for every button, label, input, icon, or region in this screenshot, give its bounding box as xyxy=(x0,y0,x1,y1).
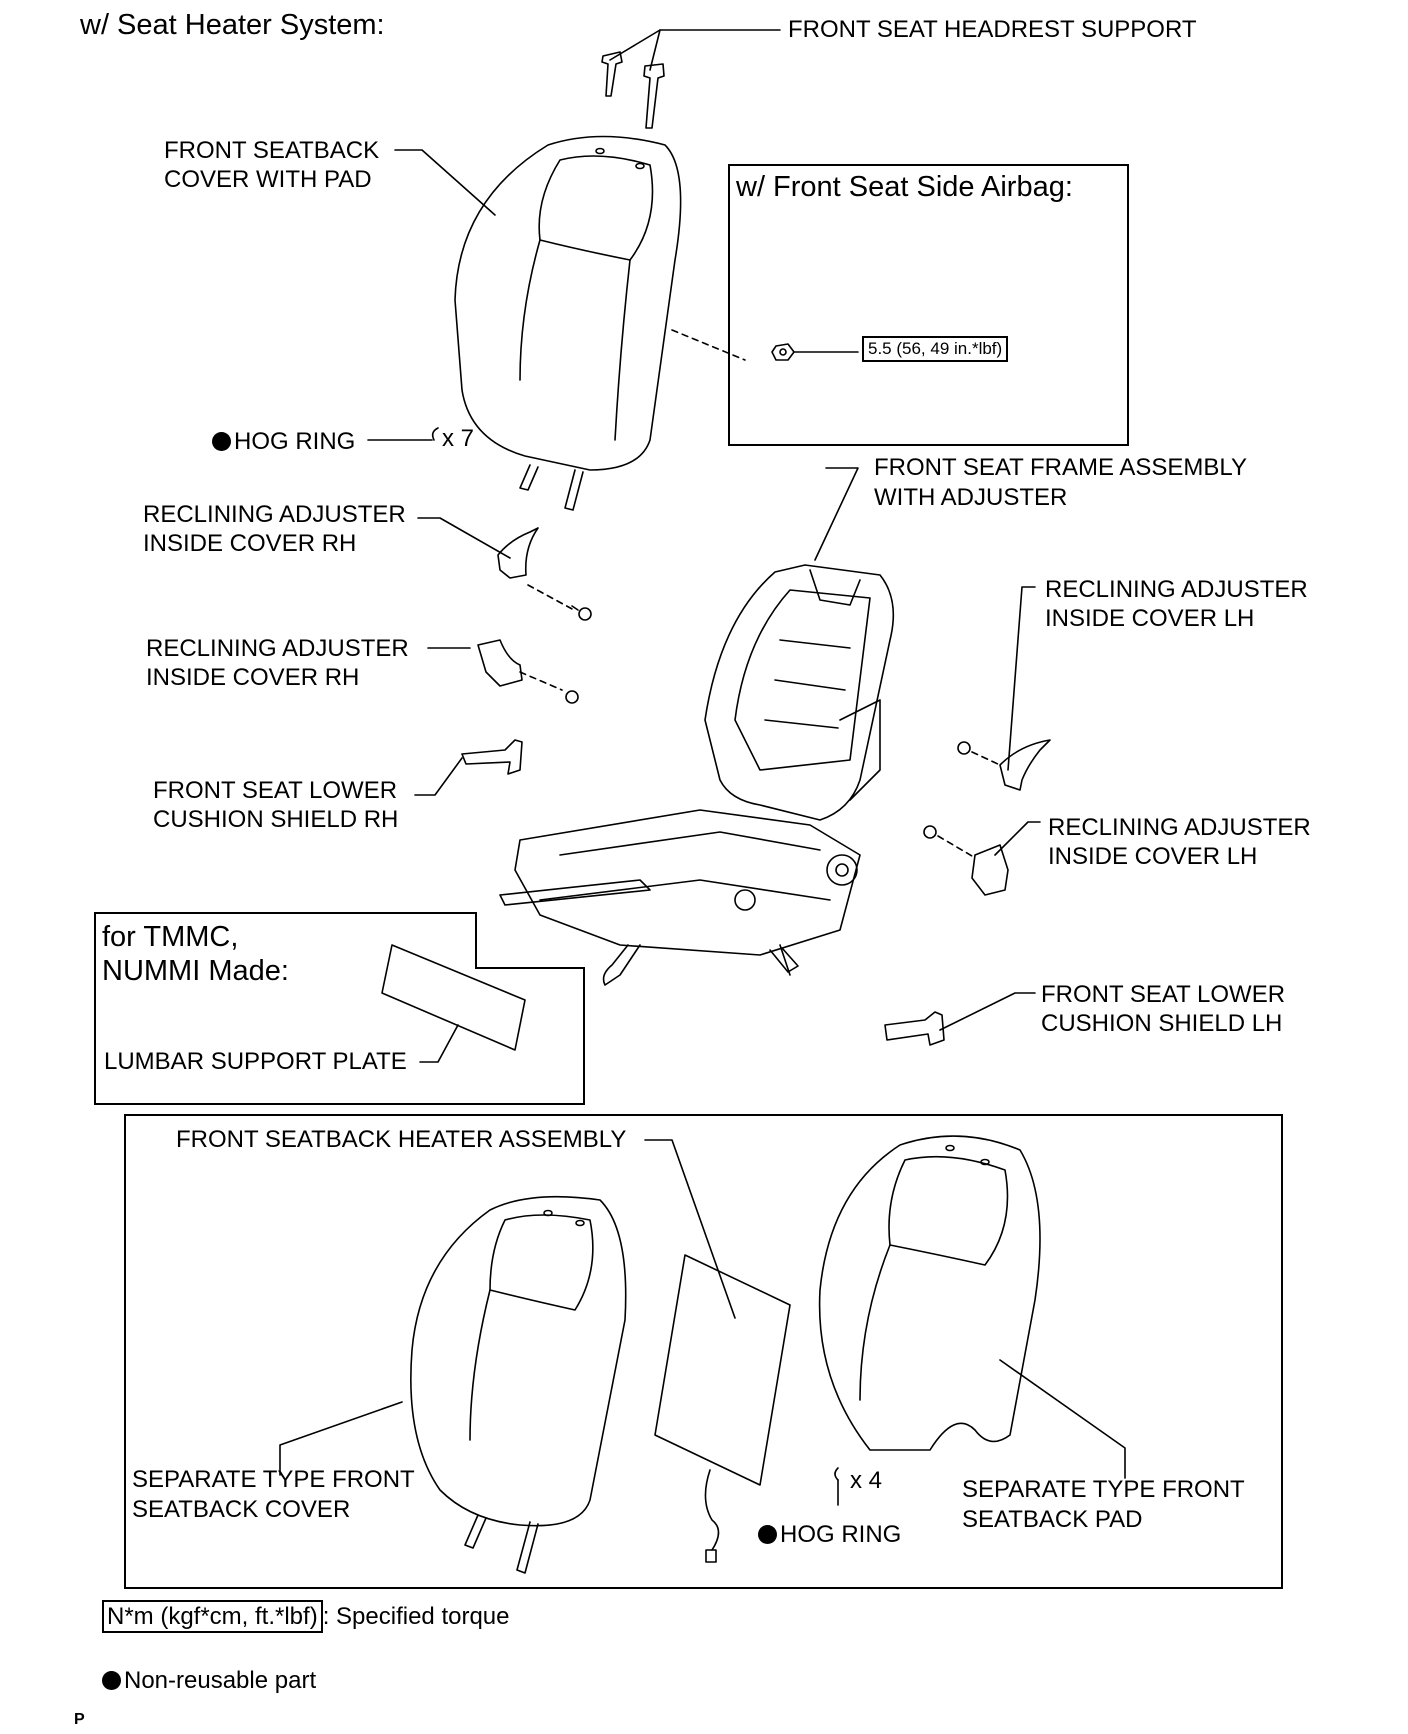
airbag-box xyxy=(728,164,1129,446)
nonreusable-dot-icon xyxy=(102,1671,121,1690)
label-recl-rh-lower-line1: RECLINING ADJUSTER xyxy=(146,635,409,662)
legend-nonreusable-text: Non-reusable part xyxy=(124,1667,317,1694)
label-frame-line2: WITH ADJUSTER xyxy=(874,484,1068,511)
legend-torque: N*m (kgf*cm, ft.*lbf): Specified torque xyxy=(102,1600,510,1633)
leader-frame xyxy=(815,468,858,560)
leader-separate-pad xyxy=(1000,1360,1125,1478)
headrest-support-pins xyxy=(602,52,664,128)
bolt-lh-lower xyxy=(924,826,936,838)
nonreusable-dot-icon xyxy=(212,432,231,451)
separate-seatback-pad xyxy=(820,1136,1040,1450)
legend-torque-desc: : Specified torque xyxy=(322,1603,510,1630)
hog-ring-top-label: HOG RING xyxy=(212,427,355,456)
reclining-adjuster-cover-lh-upper xyxy=(1000,740,1050,790)
lower-cushion-shield-rh xyxy=(462,740,522,774)
footer-code: P xyxy=(74,1711,85,1728)
hog-ring-bottom-label: HOG RING xyxy=(758,1520,901,1549)
bolt-rh-lower xyxy=(566,691,578,703)
leader-seatback-cover xyxy=(395,150,495,215)
lower-cushion-shield-lh xyxy=(885,1012,944,1045)
reclining-adjuster-cover-rh-upper xyxy=(498,528,538,578)
label-recl-lh-lower-line2: INSIDE COVER LH xyxy=(1048,843,1258,870)
airbag-nut xyxy=(772,344,794,360)
tmmc-box xyxy=(94,912,586,1106)
bolt-rh-upper xyxy=(572,606,591,620)
lumbar-support-plate xyxy=(382,945,525,1050)
leader-separate-cover xyxy=(280,1402,402,1475)
page-title: w/ Seat Heater System: xyxy=(80,9,385,41)
seatback-heater-assembly xyxy=(655,1255,790,1562)
label-recl-rh-upper-line1: RECLINING ADJUSTER xyxy=(143,501,406,528)
airbag-box-title: w/ Front Seat Side Airbag: xyxy=(736,171,1073,203)
label-heater-assembly: FRONT SEATBACK HEATER ASSEMBLY xyxy=(176,1126,627,1153)
seatback-cover-with-pad xyxy=(455,137,681,511)
hog-ring-top-text: HOG RING xyxy=(234,428,356,455)
label-seatback-cover-line1: FRONT SEATBACK xyxy=(164,137,380,164)
torque-spec-value: 5.5 (56, 49 in.*lbf) xyxy=(862,336,1009,362)
label-recl-lh-lower-line1: RECLINING ADJUSTER xyxy=(1048,814,1311,841)
label-shield-lh-line1: FRONT SEAT LOWER xyxy=(1041,981,1286,1008)
label-recl-lh-upper-line1: RECLINING ADJUSTER xyxy=(1045,576,1308,603)
label-seatback-cover-line2: COVER WITH PAD xyxy=(164,166,372,193)
label-sep-pad-line1: SEPARATE TYPE FRONT xyxy=(962,1476,1245,1503)
hog-ring-top-qty: x 7 xyxy=(442,425,475,452)
leader-heater xyxy=(645,1140,735,1318)
label-headrest-support: FRONT SEAT HEADREST SUPPORT xyxy=(788,16,1197,43)
hog-ring-bottom-qty: x 4 xyxy=(850,1467,883,1494)
tmmc-box-title-line2: NUMMI Made: xyxy=(102,955,289,987)
hog-ring-bottom-text: HOG RING xyxy=(780,1521,902,1548)
label-frame-line1: FRONT SEAT FRAME ASSEMBLY xyxy=(874,454,1247,481)
label-lumbar-support-plate: LUMBAR SUPPORT PLATE xyxy=(104,1048,407,1075)
legend-nonreusable: Non-reusable part xyxy=(102,1666,316,1695)
label-shield-lh-line2: CUSHION SHIELD LH xyxy=(1041,1010,1283,1037)
tmmc-box-title-line1: for TMMC, xyxy=(102,921,239,953)
legend-torque-key: N*m (kgf*cm, ft.*lbf) xyxy=(102,1600,323,1633)
reclining-adjuster-cover-rh-lower xyxy=(478,640,522,686)
label-recl-lh-upper-line2: INSIDE COVER LH xyxy=(1045,605,1255,632)
seat-frame-assembly xyxy=(500,565,893,985)
bolt-lh-upper xyxy=(958,742,970,754)
label-sep-cover-line2: SEATBACK COVER xyxy=(132,1496,351,1523)
separate-seatback-cover xyxy=(411,1197,626,1573)
label-shield-rh-line1: FRONT SEAT LOWER xyxy=(153,777,398,804)
seat-heater-section-box xyxy=(124,1114,1283,1589)
reclining-adjuster-cover-lh-lower xyxy=(972,845,1008,895)
nonreusable-dot-icon xyxy=(758,1525,777,1544)
leader-headrest xyxy=(650,30,780,70)
label-recl-rh-upper-line2: INSIDE COVER RH xyxy=(143,530,357,557)
label-recl-rh-lower-line2: INSIDE COVER RH xyxy=(146,664,360,691)
label-sep-cover-line1: SEPARATE TYPE FRONT xyxy=(132,1466,415,1493)
label-sep-pad-line2: SEATBACK PAD xyxy=(962,1506,1143,1533)
label-shield-rh-line2: CUSHION SHIELD RH xyxy=(153,806,399,833)
